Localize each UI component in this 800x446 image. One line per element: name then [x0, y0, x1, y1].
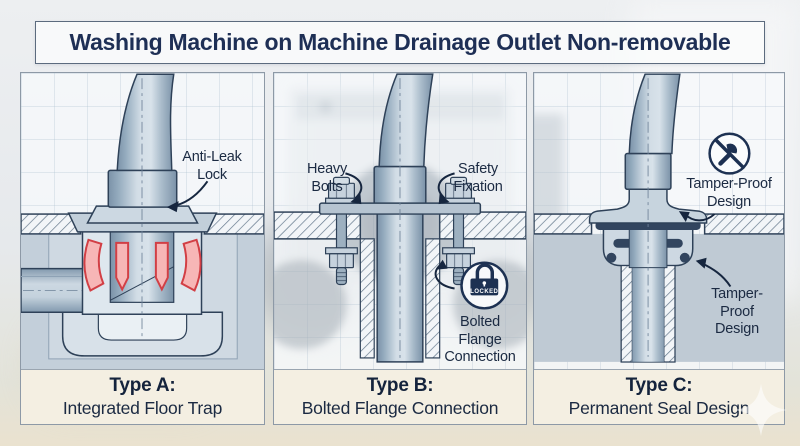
callout-line: Design — [715, 321, 759, 338]
lock-arrow — [434, 259, 455, 290]
title-box: Washing Machine on Machine Drainage Outl… — [35, 21, 765, 64]
caption-type-label: Type B: — [366, 375, 434, 396]
caption-type-label: Type C: — [625, 375, 693, 396]
panel-type-c: Tamper-Proof Design Tamper- Proof Design… — [533, 72, 785, 425]
anti-leak-arrow — [166, 180, 209, 213]
callout-line: Fixation — [453, 178, 503, 195]
caption-type-label: Type A: — [109, 375, 176, 396]
callout-line: Proof — [720, 303, 754, 320]
padlock-locked-icon: LOCKED — [460, 261, 509, 310]
sparkle-star-icon — [735, 384, 787, 436]
locked-badge-text: LOCKED — [470, 289, 498, 295]
callout-line: Safety — [458, 161, 498, 177]
no-tampering-icon — [708, 132, 751, 175]
callout-tamper-proof-upper: Tamper-Proof Design — [674, 176, 784, 211]
callout-line: Anti-Leak — [182, 149, 242, 165]
callout-anti-leak-lock: Anti-Leak Lock — [166, 149, 258, 184]
callout-line: Tamper- — [711, 286, 763, 302]
caption-type-b: Type B: Bolted Flange Connection — [274, 369, 526, 424]
bolt-right — [442, 176, 476, 286]
floor-slab — [534, 213, 784, 235]
callout-heavy-bolts: Heavy Bolts — [282, 161, 372, 196]
caption-type-c: Type C: Permanent Seal Design — [534, 369, 784, 424]
callout-line: Flange — [458, 331, 502, 348]
caption-name: Bolted Flange Connection — [301, 398, 499, 418]
panel-type-b: LOCKED Heavy Bolts Safety Fixation Bolte… — [273, 72, 527, 425]
drain-hose — [116, 73, 175, 172]
callout-line: Bolts — [311, 178, 343, 195]
callout-line: Heavy — [306, 161, 348, 177]
callout-line: Bolted — [460, 314, 500, 330]
tamper-upper-arrow — [678, 211, 716, 223]
callout-line: Design — [707, 193, 751, 210]
floor-slab — [21, 213, 264, 235]
callout-safety-fixation: Safety Fixation — [432, 161, 524, 196]
bolt-left — [324, 176, 358, 286]
caption-type-a: Type A: Integrated Floor Trap — [21, 369, 264, 424]
callout-line: Tamper-Proof — [686, 176, 772, 192]
safety-fixation-arrow — [437, 172, 455, 205]
caption-name: Permanent Seal Design — [568, 398, 750, 418]
tamper-lower-arrow — [695, 257, 732, 288]
page-title: Washing Machine on Machine Drainage Outl… — [69, 29, 731, 55]
callout-line: Connection — [444, 349, 516, 366]
caption-name: Integrated Floor Trap — [62, 398, 223, 418]
callout-bolted-flange: Bolted Flange Connection — [432, 314, 526, 367]
anti-leak-clips — [83, 238, 202, 292]
floor-trap-illustration — [21, 73, 264, 371]
hose-connector — [624, 73, 681, 191]
callout-tamper-proof-lower: Tamper- Proof Design — [694, 286, 780, 339]
callout-line: Lock — [197, 166, 227, 183]
panel-type-a: Anti-Leak Lock Type A: Integrated Floor … — [20, 72, 265, 425]
permanent-seal-illustration — [534, 73, 784, 363]
bolted-flange-illustration: LOCKED — [274, 73, 526, 363]
heavy-bolts-arrow — [345, 172, 363, 205]
